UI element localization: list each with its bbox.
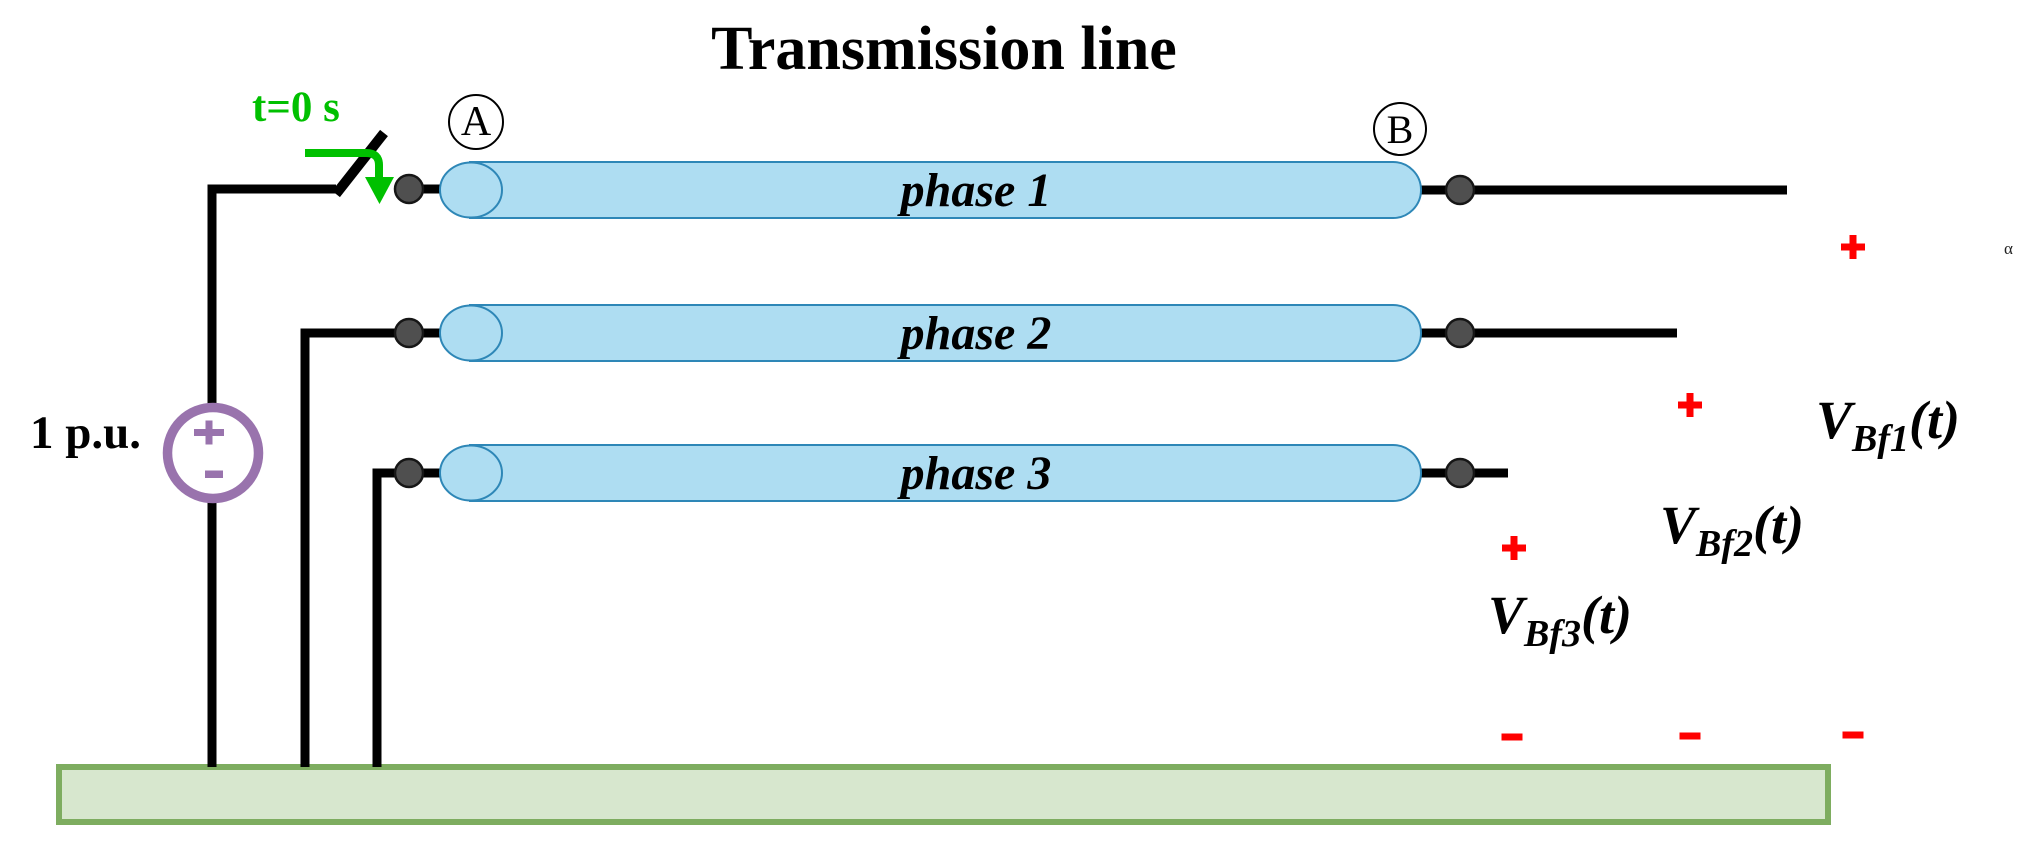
source-plus-icon — [194, 420, 224, 445]
vbf2-minus-icon — [1679, 732, 1701, 740]
ground-bar — [56, 764, 1831, 825]
vbf2-suffix: (t) — [1753, 495, 1804, 555]
source-value-label: 1 p.u. — [30, 407, 142, 459]
vbf1-minus-icon — [1842, 731, 1864, 739]
vbf1-symbol: V — [1816, 390, 1853, 450]
voltage-source — [162, 402, 264, 504]
source-to-switch-wire — [207, 184, 336, 767]
conductors — [439, 161, 1422, 502]
vbf3-subscript: Bf3 — [1524, 613, 1582, 655]
phase1-conductor — [439, 161, 1422, 219]
phase2-label: phase 2 — [900, 307, 1052, 360]
phase2-conductor — [439, 304, 1422, 362]
switch-blade — [332, 129, 388, 198]
phase2-feed-wire — [300, 328, 470, 767]
terminal-dots — [393, 173, 1476, 489]
terminal-b-letter: B — [1386, 106, 1414, 152]
vbf3-plus-icon — [1502, 536, 1526, 560]
phase1-sending-dot — [393, 173, 425, 205]
vbf2-symbol: V — [1660, 495, 1697, 555]
polarity-marks — [1501, 235, 1865, 741]
vbf3-suffix: (t) — [1581, 585, 1632, 645]
vbf2-subscript: Bf2 — [1696, 523, 1754, 565]
terminal-b-badge: B — [1373, 102, 1427, 156]
diagram-title: Transmission line — [711, 15, 1177, 83]
vbf1-voltage-label: VBf1(t) — [1816, 390, 1960, 458]
phase2-sending-dot — [393, 317, 425, 349]
terminal-a-badge: A — [448, 94, 504, 150]
phase3-conductor — [439, 444, 1422, 502]
terminal-a-letter: A — [460, 99, 492, 145]
phase1-receiving-dot — [1444, 174, 1476, 206]
vbf3-voltage-label: VBf3(t) — [1488, 585, 1632, 653]
switch-time-label: t=0 s — [252, 84, 340, 131]
phase2-receiving-dot — [1444, 317, 1476, 349]
stray-alpha-glyph: α — [2004, 239, 2013, 258]
vbf1-plus-icon — [1841, 235, 1865, 259]
phase3-receiving-dot — [1444, 457, 1476, 489]
vbf2-voltage-label: VBf2(t) — [1660, 495, 1804, 563]
vbf3-minus-icon — [1501, 733, 1523, 741]
phase3-feed-wire — [372, 468, 470, 767]
phase1-label: phase 1 — [900, 164, 1052, 217]
switch-closing-arrow-icon — [305, 149, 394, 204]
source-minus-icon — [205, 470, 223, 478]
vbf1-suffix: (t) — [1909, 390, 1960, 450]
vbf2-plus-icon — [1678, 393, 1702, 417]
vbf3-symbol: V — [1488, 585, 1525, 645]
phase3-label: phase 3 — [900, 447, 1052, 500]
vbf1-subscript: Bf1 — [1852, 418, 1910, 460]
phase3-sending-dot — [393, 457, 425, 489]
